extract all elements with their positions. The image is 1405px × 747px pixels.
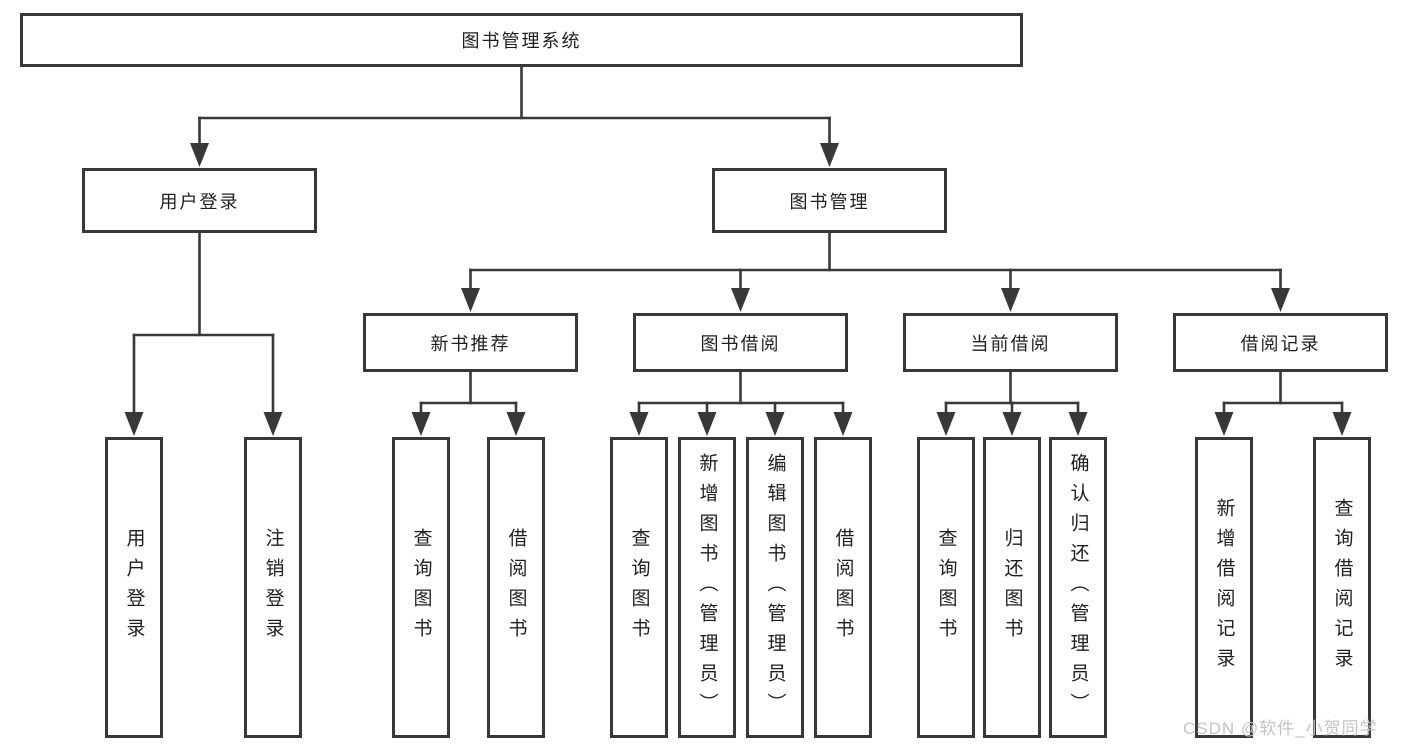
node-leaf-query-books-borrowing: 查询图书 bbox=[610, 437, 668, 738]
node-label: 图书管理 bbox=[789, 191, 870, 212]
node-label: 新增图书（管理员） bbox=[696, 452, 718, 723]
node-leaf-return-books: 归还图书 bbox=[983, 437, 1041, 738]
node-label: 编辑图书（管理员） bbox=[764, 452, 786, 723]
node-leaf-query-borrow-record: 查询借阅记录 bbox=[1313, 437, 1371, 738]
csdn-watermark: CSDN @软件_小贺同学 bbox=[1183, 719, 1378, 738]
node-leaf-add-borrow-record: 新增借阅记录 bbox=[1195, 437, 1253, 738]
node-book-borrowing: 图书借阅 bbox=[633, 313, 848, 372]
node-label: 借阅图书 bbox=[832, 527, 854, 648]
node-label: 查询图书 bbox=[410, 527, 432, 648]
node-leaf-borrow-books-recommend: 借阅图书 bbox=[487, 437, 545, 738]
node-leaf-confirm-return-admin: 确认归还（管理员） bbox=[1049, 437, 1107, 738]
node-label: 查询图书 bbox=[628, 527, 650, 648]
node-label: 查询借阅记录 bbox=[1331, 497, 1353, 678]
node-label: 确认归还（管理员） bbox=[1067, 452, 1089, 723]
node-label: 借阅图书 bbox=[505, 527, 527, 648]
node-label: 借阅记录 bbox=[1240, 333, 1321, 354]
node-label: 新增借阅记录 bbox=[1213, 497, 1235, 678]
node-leaf-add-books-admin: 新增图书（管理员） bbox=[678, 437, 736, 738]
node-leaf-edit-books-admin: 编辑图书（管理员） bbox=[746, 437, 804, 738]
node-book-management: 图书管理 bbox=[712, 168, 947, 233]
node-label: 当前借阅 bbox=[970, 333, 1051, 354]
node-library-management-system: 图书管理系统 bbox=[20, 13, 1023, 67]
node-leaf-query-books-recommend: 查询图书 bbox=[392, 437, 450, 738]
node-leaf-logout: 注销登录 bbox=[244, 437, 302, 738]
node-label: 用户登录 bbox=[159, 191, 240, 212]
node-leaf-user-login: 用户登录 bbox=[105, 437, 163, 738]
node-label: 图书管理系统 bbox=[461, 31, 582, 51]
node-label: 新书推荐 bbox=[430, 333, 511, 354]
node-leaf-borrow-books-borrowing: 借阅图书 bbox=[814, 437, 872, 738]
node-leaf-query-books-current: 查询图书 bbox=[917, 437, 975, 738]
node-label: 查询图书 bbox=[935, 527, 957, 648]
node-current-borrowing: 当前借阅 bbox=[903, 313, 1118, 372]
node-label: 注销登录 bbox=[262, 527, 284, 648]
node-user-login: 用户登录 bbox=[82, 168, 317, 233]
node-label: 归还图书 bbox=[1001, 527, 1023, 648]
node-new-book-recommendation: 新书推荐 bbox=[363, 313, 578, 372]
node-label: 用户登录 bbox=[123, 527, 145, 648]
node-borrowing-records: 借阅记录 bbox=[1173, 313, 1388, 372]
node-label: 图书借阅 bbox=[700, 333, 781, 354]
